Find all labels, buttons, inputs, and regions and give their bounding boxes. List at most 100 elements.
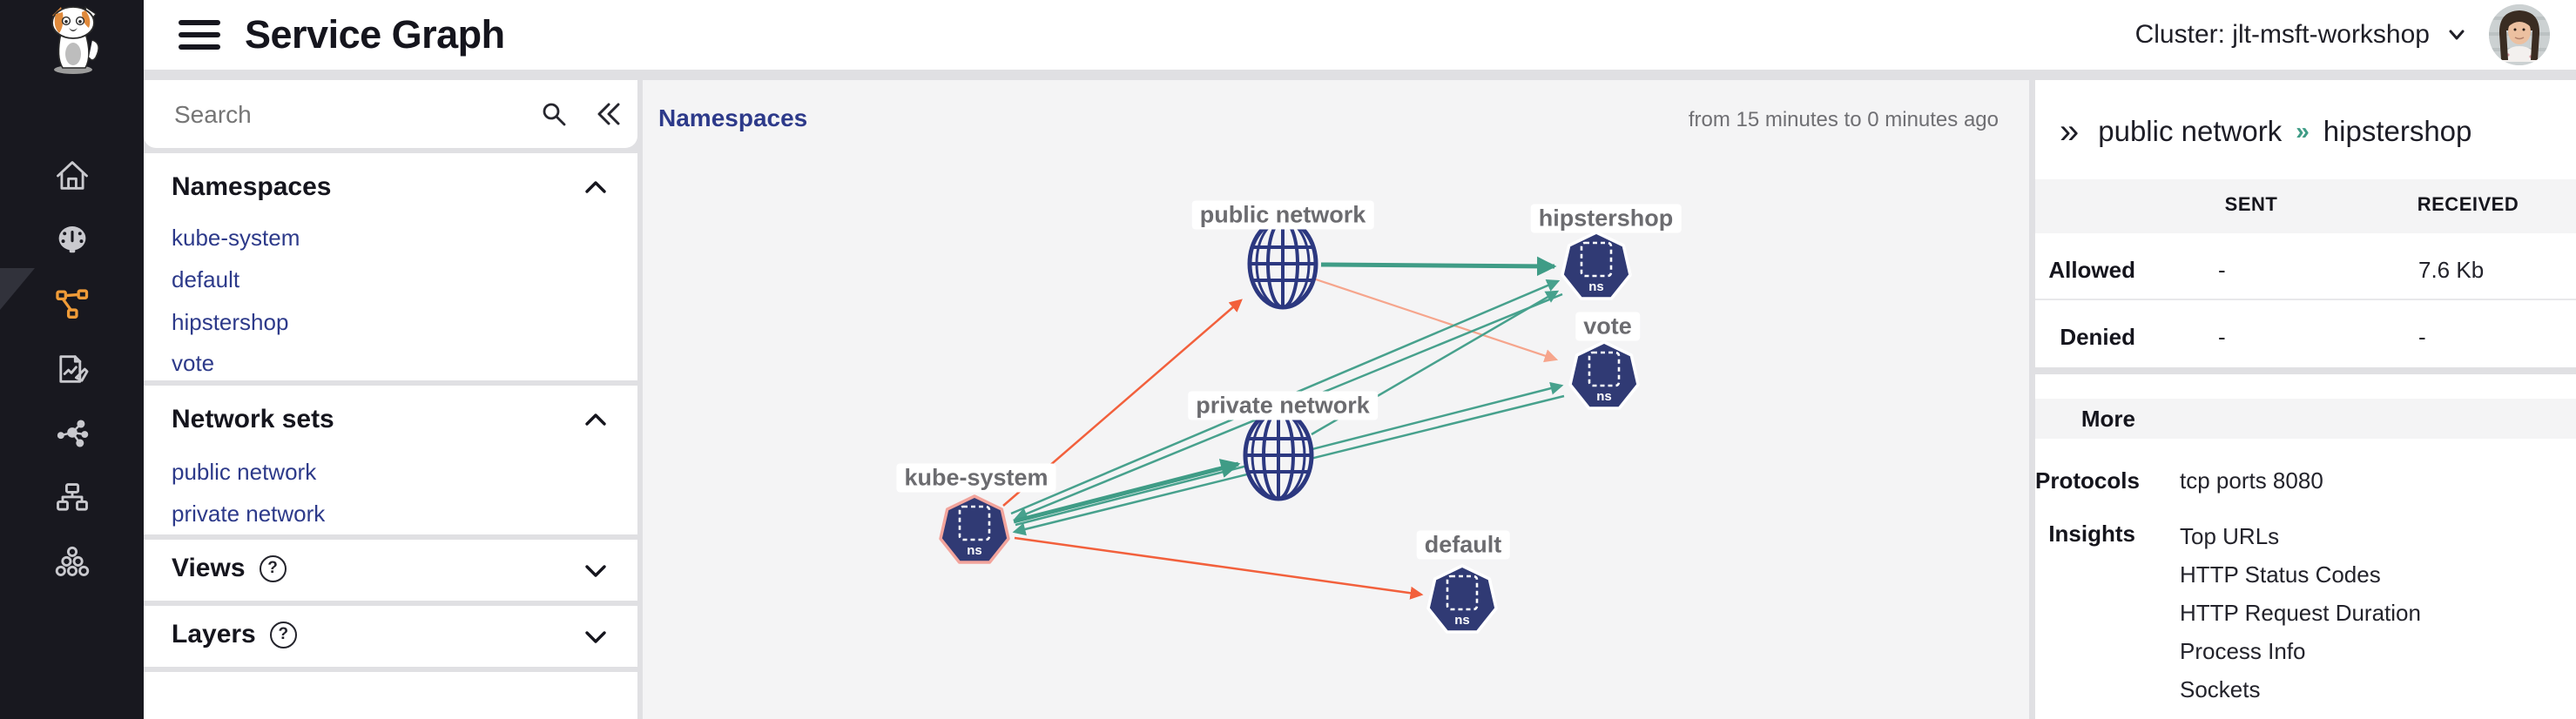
table-header-row: SENT RECEIVED [2035, 179, 2576, 233]
row-divider [2035, 299, 2576, 300]
nav-home[interactable] [48, 157, 97, 221]
sidebar-item-default[interactable]: default [172, 266, 240, 292]
sidebar-item-kube-system[interactable]: kube-system [172, 225, 300, 251]
section-network-sets: Network sets public network private netw… [144, 386, 637, 534]
edge-public-network-to-vote[interactable] [1312, 277, 1559, 363]
edge-kube-system-to-private-network[interactable] [1013, 459, 1241, 524]
canvas-title: Namespaces [658, 104, 808, 131]
breadcrumb-target[interactable]: hipstershop [2323, 115, 2472, 147]
node-public-network[interactable] [1250, 220, 1316, 307]
otterize-mascot-logo [51, 5, 99, 74]
sidebar-item-vote[interactable]: vote [172, 350, 215, 376]
section-namespaces: Namespaces kube-system default hipstersh… [144, 153, 637, 380]
nav-access-graph[interactable] [48, 414, 97, 479]
page-title: Service Graph [245, 12, 505, 57]
insight-item[interactable]: Top URLs [2180, 523, 2280, 549]
node-label-public-network[interactable]: public network [1191, 200, 1374, 230]
breadcrumb-source[interactable]: public network [2098, 115, 2283, 147]
sidebar-footer-card [144, 672, 637, 719]
column-header-sent: SENT [2224, 193, 2278, 215]
insight-item[interactable]: Sockets [2180, 676, 2261, 702]
namespaces-header[interactable]: Namespaces [172, 172, 331, 202]
denied-sent-value: - [2218, 324, 2226, 350]
chevron-down-icon[interactable] [580, 554, 611, 586]
chevron-down-icon [2449, 30, 2465, 40]
row-label: Denied [2060, 324, 2135, 350]
node-label-hipstershop[interactable]: hipstershop [1530, 204, 1682, 233]
more-section-header: More [2035, 399, 2576, 439]
gauge-icon [58, 226, 85, 253]
node-label-default[interactable]: default [1416, 530, 1510, 560]
help-icon[interactable] [259, 554, 287, 582]
document-edit-icon [58, 355, 88, 383]
node-label-private-network[interactable]: private network [1188, 391, 1378, 420]
breadcrumb: » public network » hipstershop [2060, 112, 2472, 151]
edge-details-panel: » public network » hipstershop SENT RECE… [2035, 80, 2576, 719]
sidebar-item-hipstershop[interactable]: hipstershop [172, 309, 289, 335]
insights-label: Insights [2048, 521, 2135, 547]
search-input[interactable] [174, 101, 514, 129]
insight-item[interactable]: HTTP Status Codes [2180, 561, 2381, 588]
allowed-received-value: 7.6 Kb [2418, 257, 2485, 283]
allowed-sent-value: - [2218, 257, 2226, 283]
section-title: Network sets [172, 405, 334, 433]
denied-received-value: - [2418, 324, 2426, 350]
search-icon[interactable] [537, 97, 570, 131]
nav-dashboard[interactable] [48, 221, 97, 286]
sitemap-icon [56, 483, 88, 511]
double-chevron-separator-icon: » [2296, 118, 2310, 144]
double-chevron-right-icon[interactable]: » [2060, 112, 2080, 151]
nav-hierarchy[interactable] [48, 479, 97, 543]
section-title: Layers [172, 620, 256, 648]
node-default[interactable]: ns [1426, 564, 1498, 634]
section-views: Views [144, 540, 637, 601]
help-icon[interactable] [269, 621, 297, 648]
svg-text:ns: ns [1588, 279, 1604, 294]
section-title: Views [172, 554, 246, 582]
sidebar-item-private-network[interactable]: private network [172, 501, 326, 527]
chevron-down-icon[interactable] [580, 621, 611, 652]
protocols-label: Protocols [2035, 467, 2140, 494]
section-title: Namespaces [172, 172, 332, 201]
nav-rail [0, 0, 144, 719]
row-label: Allowed [2048, 257, 2135, 283]
nav-service-graph[interactable] [48, 286, 97, 350]
menu-icon[interactable] [179, 20, 220, 50]
cluster-selector[interactable]: Cluster: jlt-msft-workshop [2135, 20, 2470, 50]
edge-public-network-to-hipstershop-selected[interactable] [1320, 256, 1557, 277]
time-range-label: from 15 minutes to 0 minutes ago [1688, 108, 1999, 131]
graph-canvas[interactable]: Namespaces from 15 minutes to 0 minutes … [643, 80, 2029, 719]
home-icon [56, 161, 88, 190]
protocols-value: tcp ports 8080 [2180, 467, 2323, 494]
cluster-label: Cluster: jlt-msft-workshop [2134, 20, 2430, 49]
service-graph-icon [55, 289, 88, 319]
node-kube-system[interactable]: ns [939, 494, 1010, 564]
node-vote[interactable]: ns [1568, 340, 1640, 410]
edge-kube-system-to-default[interactable] [1014, 536, 1424, 600]
more-label: More [2080, 406, 2135, 432]
insights-list: Top URLs HTTP Status Codes HTTP Request … [2180, 517, 2421, 709]
sidebar-item-public-network[interactable]: public network [172, 459, 317, 485]
collapse-sidebar-icon[interactable] [591, 97, 624, 131]
topbar: Service Graph Cluster: jlt-msft-workshop [144, 0, 2576, 75]
insight-item[interactable]: Process Info [2180, 638, 2306, 664]
section-divider [2035, 367, 2576, 374]
layers-header[interactable]: Layers [172, 620, 297, 649]
insight-item[interactable]: HTTP Request Duration [2180, 600, 2421, 626]
views-header[interactable]: Views [172, 554, 287, 583]
section-layers: Layers [144, 606, 637, 667]
nav-clusters[interactable] [48, 543, 97, 608]
nav-reports[interactable] [48, 350, 97, 414]
column-header-received: RECEIVED [2417, 193, 2519, 215]
svg-text:ns: ns [1454, 613, 1470, 628]
node-label-vote[interactable]: vote [1575, 312, 1640, 341]
node-hipstershop[interactable]: ns [1561, 231, 1632, 300]
user-avatar[interactable] [2489, 4, 2550, 65]
chevron-up-icon[interactable] [580, 405, 611, 436]
network-scatter-icon [57, 420, 88, 447]
svg-text:ns: ns [967, 543, 982, 558]
node-label-kube-system[interactable]: kube-system [896, 463, 1056, 493]
chevron-up-icon[interactable] [580, 172, 611, 204]
node-private-network[interactable] [1245, 412, 1312, 499]
network-sets-header[interactable]: Network sets [172, 405, 334, 434]
